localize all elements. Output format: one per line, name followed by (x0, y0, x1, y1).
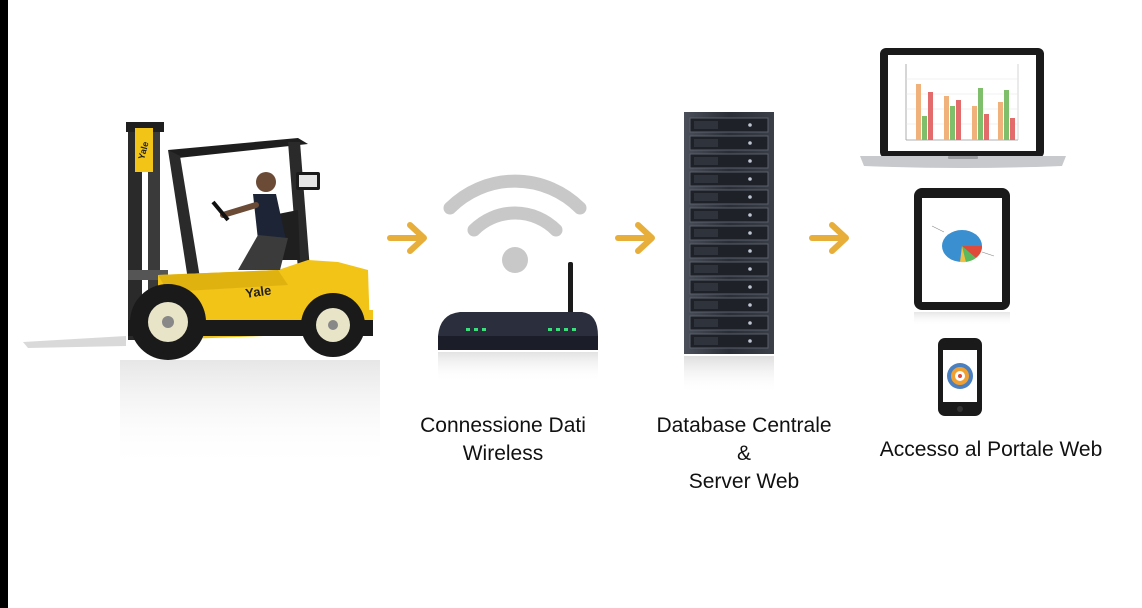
wifi-icon (443, 174, 587, 273)
tablet-icon (914, 188, 1010, 326)
wireless-label: Connessione Dati Wireless (396, 412, 610, 468)
portal-label-line1: Accesso al Portale Web (879, 438, 1103, 461)
smartphone-screen-graphic (947, 363, 973, 389)
wireless-label-line1: Connessione Dati (420, 414, 586, 437)
server-label-line1: Database Centrale (656, 414, 832, 437)
laptop-icon (860, 48, 1066, 168)
portal-label: Accesso al Portale Web (854, 436, 1128, 464)
server-label-line3: Server Web (688, 470, 800, 493)
tablet-screen-graphic (931, 225, 995, 263)
router-icon (438, 262, 598, 382)
smartphone-icon (938, 338, 982, 416)
forklift-icon: Yale Yale (23, 122, 380, 470)
brand-logo-text-body: Yale (244, 282, 272, 300)
server-label-line2: & (736, 442, 751, 465)
laptop-screen-graphic (905, 64, 1019, 141)
server-rack-icon (684, 112, 774, 394)
arrow-right-icon (615, 222, 655, 254)
arrow-right-icon (809, 222, 849, 254)
arrow-right-icon (387, 222, 427, 254)
server-label: Database Centrale & Server Web (634, 412, 854, 496)
brand-logo-text: Yale (136, 141, 150, 161)
wireless-label-line2: Wireless (462, 442, 544, 465)
diagram-canvas: Yale Yale (8, 0, 1142, 608)
